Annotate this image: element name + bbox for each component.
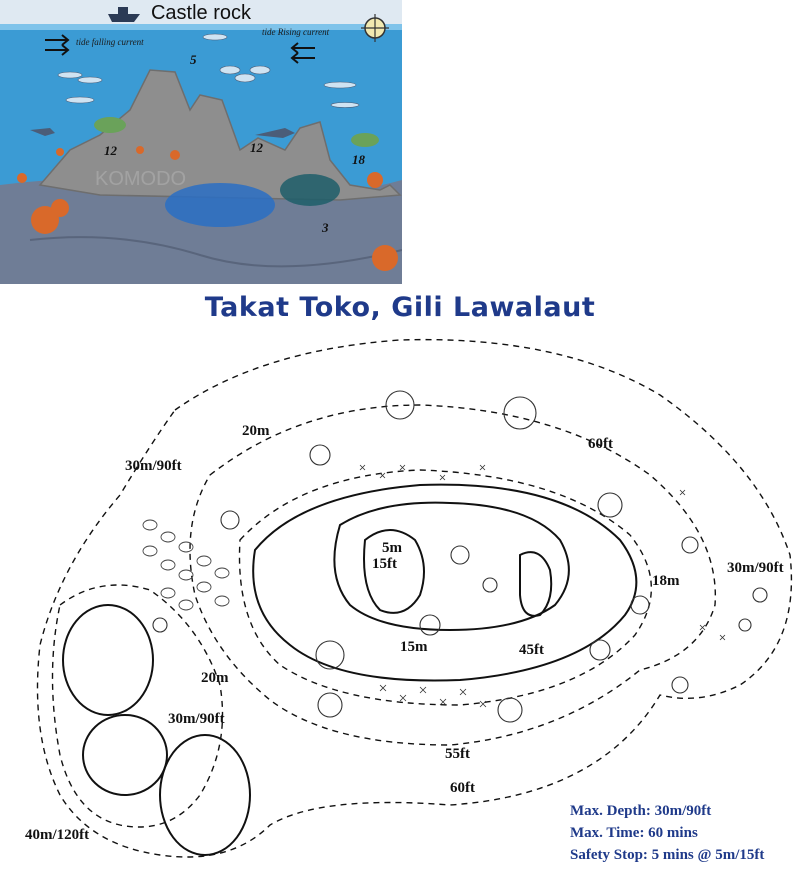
coral-icon — [17, 146, 398, 271]
depth-label-15m: 15m — [400, 639, 428, 655]
contour-middle-dashed — [189, 404, 717, 746]
castle-rock-scene: KOMODO — [0, 0, 402, 284]
rock-outcrop — [62, 604, 154, 716]
depth-label-20m: 20m — [242, 423, 270, 439]
max-depth: Max. Depth: 30m/90ft — [570, 803, 712, 819]
depth-label-30m: 30m/90ft — [727, 560, 784, 576]
depth-label-60ft: 60ft — [588, 436, 613, 452]
depth-marker: 3 — [322, 220, 329, 235]
turtle-icon — [94, 117, 379, 147]
dive-info: Max. Depth: 30m/90ft Max. Time: 60 mins … — [570, 800, 764, 866]
pinnacle-left-ring — [363, 529, 425, 614]
watermark: KOMODO — [95, 168, 186, 190]
rock-outcrop — [82, 714, 168, 796]
contour-outer-dashed — [36, 338, 793, 858]
depth-label-20m: 20m — [201, 670, 229, 686]
depth-label-5m: 5m — [382, 540, 402, 556]
compass-icon — [361, 14, 389, 42]
depth-marker: 5 — [190, 52, 197, 67]
pinnacle-outline — [333, 501, 570, 632]
depth-label-60ft: 60ft — [450, 780, 475, 796]
pinnacle-right-ring — [519, 551, 553, 617]
rubble-field — [142, 519, 230, 611]
depth-label-40m: 40m/120ft — [25, 827, 90, 843]
depth-label-45ft: 45ft — [519, 642, 544, 658]
max-time: Max. Time: 60 mins — [570, 825, 698, 841]
fish-school-icon — [57, 33, 360, 108]
bait-school-icon — [165, 174, 340, 227]
boat-icon — [108, 7, 140, 22]
sky — [0, 0, 402, 26]
reef-top-solid — [252, 483, 638, 682]
current-arrow-icon — [45, 34, 315, 64]
depth-marker: 12 — [104, 143, 117, 158]
depth-label-55ft: 55ft — [445, 746, 470, 762]
depth-label-18m: 18m — [652, 573, 680, 589]
dive-site-map: 20m 30m/90ft 60ft 30m/90ft 18m 5m 15ft 1… — [0, 325, 800, 885]
safety-stop: Safety Stop: 5 mins @ 5m/15ft — [570, 847, 765, 863]
coral-bommies — [152, 390, 768, 723]
contour-left-dashed — [51, 584, 224, 828]
depth-marker: 12 — [250, 140, 263, 155]
depth-marker: 18 — [352, 152, 365, 167]
seabed — [0, 179, 402, 284]
contour-drawing — [36, 338, 793, 858]
rock-pinnacles — [38, 69, 402, 201]
depth-label-30m: 30m/90ft — [168, 711, 225, 727]
contour-inner-dashed — [238, 469, 653, 706]
shark-icon — [30, 128, 295, 138]
water-surface — [0, 24, 402, 30]
castle-rock-illustration: KOMODO Castle rock tide falling current … — [0, 0, 402, 284]
callout-tide-rising: tide Rising current — [262, 27, 330, 37]
seabed-contour — [29, 236, 402, 268]
map-title: Takat Toko, Gili Lawalaut — [204, 292, 596, 323]
depth-label-15ft: 15ft — [372, 556, 397, 572]
illustration-title: Castle rock — [150, 2, 252, 24]
rock-outcrop — [159, 734, 251, 856]
depth-label-30m: 30m/90ft — [125, 458, 182, 474]
seagrass-marks — [359, 464, 726, 708]
callout-tide-falling: tide falling current — [76, 37, 144, 47]
